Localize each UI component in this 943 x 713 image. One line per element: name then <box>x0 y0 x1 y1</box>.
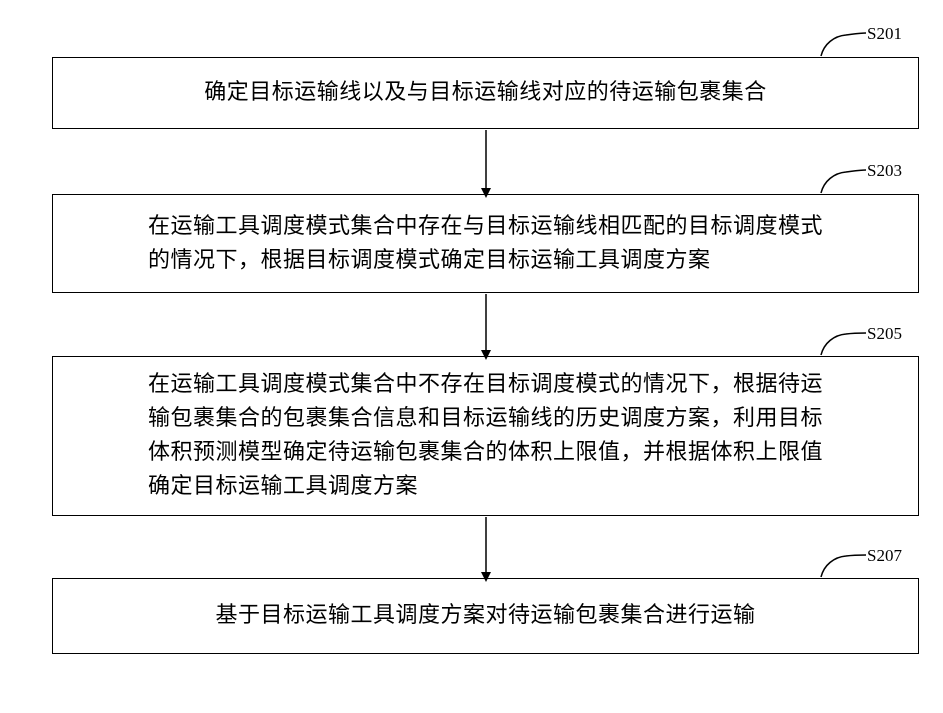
leader-s205 <box>821 333 866 355</box>
leader-s201 <box>821 33 866 56</box>
leader-s207 <box>821 555 866 577</box>
leader-s203 <box>821 170 866 193</box>
